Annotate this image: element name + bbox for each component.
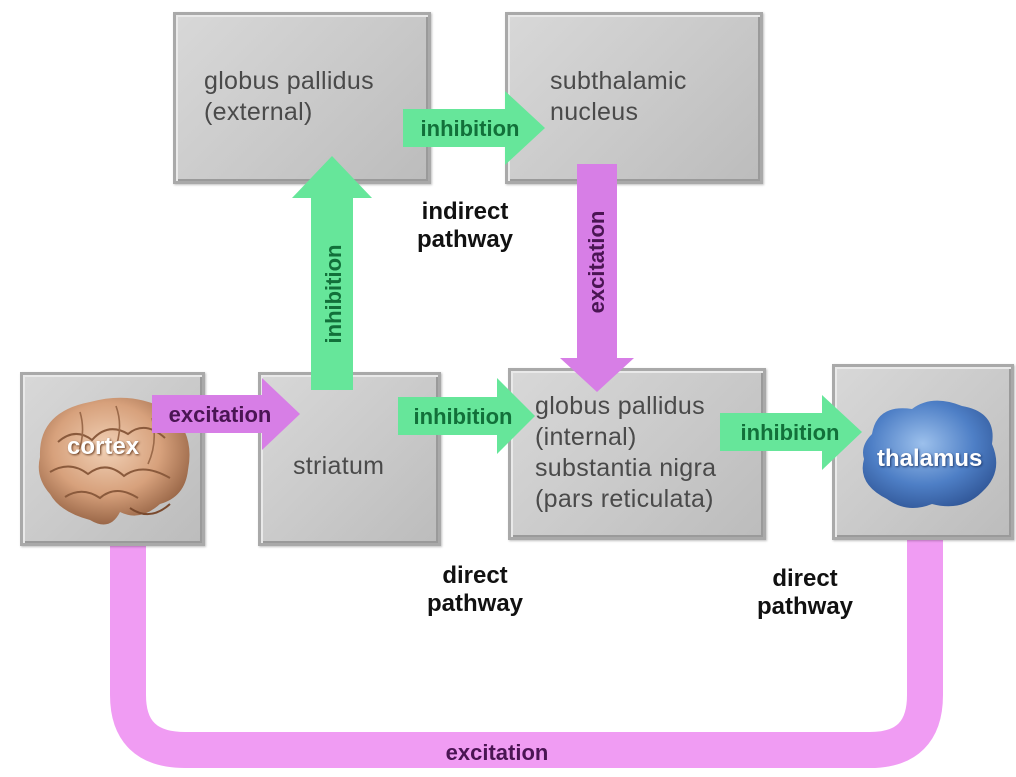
indirect-pathway-line2: pathway [416,226,514,253]
striatum-label: striatum [293,452,385,480]
feedback-loop-label: excitation [446,740,549,765]
arrow-gpi-to-thalamus-label: inhibition [741,420,840,445]
globus-pallidus-external-box: globus pallidus (external) [173,12,431,184]
gpi-label-line3: substantia nigra [535,454,717,482]
globus-pallidus-internal-box: globus pallidus (internal) substantia ni… [508,368,766,540]
thalamus-label: thalamus [877,445,983,472]
direct-pathway-right-line1: direct [772,565,838,592]
direct-pathway-left-line1: direct [442,562,508,589]
gpi-label-line2: (internal) [535,423,637,451]
thalamus-box: thalamus [832,364,1014,540]
thalamus-image [862,400,997,508]
arrow-gpe-to-stn: inhibition [403,91,545,165]
gpi-label-line4: (pars reticulata) [535,485,714,513]
arrow-striatum-to-gpi: inhibition [398,378,535,454]
gpi-label-line1: globus pallidus [535,392,705,420]
stn-label-line2: nucleus [550,98,639,126]
arrow-striatum-to-gpe-label: inhibition [321,245,346,344]
arrow-striatum-to-gpi-label: inhibition [414,404,513,429]
direct-pathway-left-label: direct pathway [410,562,540,618]
indirect-pathway-label: indirect pathway [400,198,530,254]
arrow-cortex-to-striatum: excitation [152,378,300,450]
gpe-label-line2: (external) [204,98,313,126]
arrow-stn-to-gpi: excitation [560,164,634,392]
gpe-label-line1: globus pallidus [204,67,374,95]
stn-label-line1: subthalamic [550,67,687,95]
arrow-cortex-to-striatum-label: excitation [169,402,272,427]
cortex-label: cortex [67,433,140,460]
subthalamic-nucleus-box: subthalamic nucleus [505,12,763,184]
direct-pathway-right-line2: pathway [756,593,854,620]
arrow-striatum-to-gpe: inhibition [292,156,372,390]
brain-image [38,397,190,525]
direct-pathway-left-line2: pathway [426,590,524,617]
indirect-pathway-line1: indirect [421,198,509,225]
arrow-stn-to-gpi-label: excitation [584,211,609,314]
arrow-gpi-to-thalamus: inhibition [720,395,862,470]
arrow-gpe-to-stn-label: inhibition [421,116,520,141]
direct-pathway-right-label: direct pathway [740,565,870,621]
